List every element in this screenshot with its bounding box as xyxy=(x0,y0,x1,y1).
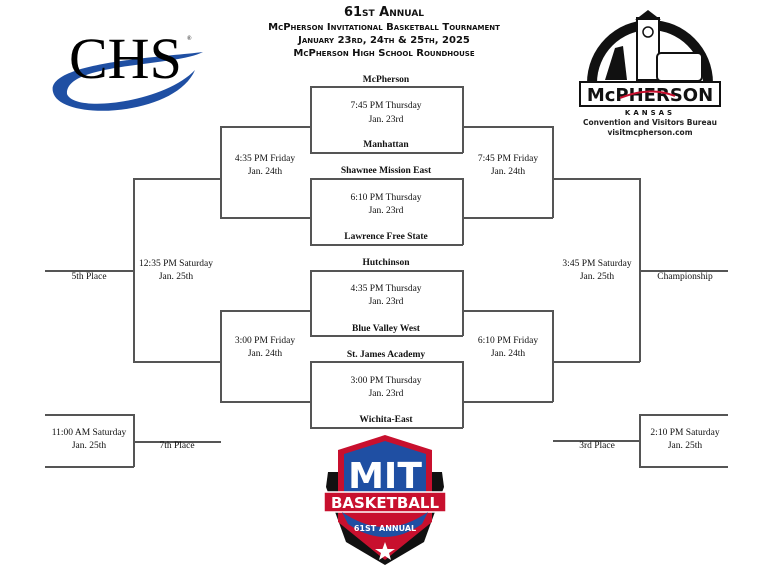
mcpherson-logo-state: KANSAS xyxy=(625,109,675,117)
team-name: Blue Valley West xyxy=(352,324,420,334)
team-name: Shawnee Mission East xyxy=(340,166,432,176)
mit-logo-title: MIT xyxy=(348,456,422,497)
mcpherson-logo-name: McPHERSON xyxy=(587,85,713,106)
team-name: McPherson xyxy=(362,75,410,85)
winners-semi-bottom-time: 6:10 PM Friday xyxy=(477,336,539,346)
game-date: Jan. 23rd xyxy=(368,389,404,399)
championship-game-date: Jan. 25th xyxy=(579,272,615,282)
mit-logo-annual: 61ST ANNUAL xyxy=(354,524,416,533)
team-name: Manhattan xyxy=(363,140,409,150)
tournament-title: McPherson Invitational Basketball Tourna… xyxy=(268,22,500,33)
third-place-game-date: Jan. 25th xyxy=(667,441,703,451)
consolation-semi-top-date: Jan. 24th xyxy=(247,167,283,177)
fifth-place-game-time: 12:35 PM Saturday xyxy=(139,259,213,269)
winners-semi-bottom-date: Jan. 24th xyxy=(490,349,526,359)
game-date: Jan. 23rd xyxy=(368,115,404,125)
team-name: St. James Academy xyxy=(346,350,426,360)
mcpherson-logo-url: visitmcpherson.com xyxy=(607,128,692,137)
seventh-place-game-date: Jan. 25th xyxy=(71,441,107,451)
game-date: Jan. 23rd xyxy=(368,206,404,216)
consolation-semi-top-time: 4:35 PM Friday xyxy=(234,154,296,164)
team-name: Lawrence Free State xyxy=(344,232,428,242)
winners-semi-top-time: 7:45 PM Friday xyxy=(477,154,539,164)
team-name: Hutchinson xyxy=(362,258,410,268)
third-place-game-time: 2:10 PM Saturday xyxy=(650,428,720,438)
tournament-venue: McPherson High School Roundhouse xyxy=(293,48,475,59)
seventh-place-game-time: 11:00 AM Saturday xyxy=(51,428,127,438)
fifth-place-game-date: Jan. 25th xyxy=(158,272,194,282)
mit-basketball-logo: MIT BASKETBALL 61ST ANNUAL xyxy=(318,432,452,568)
consolation-semi-bottom-time: 3:00 PM Friday xyxy=(234,336,296,346)
winners-semi-top-date: Jan. 24th xyxy=(490,167,526,177)
championship-label: Championship xyxy=(657,272,713,282)
game-time: 3:00 PM Thursday xyxy=(350,376,422,386)
game-time: 6:10 PM Thursday xyxy=(350,193,422,203)
chs-logo: CHS ® xyxy=(45,22,210,117)
mit-logo-banner: BASKETBALL xyxy=(331,494,440,512)
championship-game-time: 3:45 PM Saturday xyxy=(562,259,632,269)
fifth-place-label: 5th Place xyxy=(71,272,107,282)
game-time: 7:45 PM Thursday xyxy=(350,101,422,111)
tournament-dates: January 23rd, 24th & 25th, 2025 xyxy=(298,35,470,46)
mcpherson-logo-bureau: Convention and Visitors Bureau xyxy=(583,118,717,127)
mcpherson-cvb-logo: McPHERSON KANSAS Convention and Visitors… xyxy=(575,8,725,140)
chs-logo-text: CHS xyxy=(69,26,182,91)
svg-text:®: ® xyxy=(187,35,192,42)
game-date: Jan. 23rd xyxy=(368,297,404,307)
team-name: Wichita-East xyxy=(359,415,413,425)
third-place-label: 3rd Place xyxy=(579,441,615,451)
seventh-place-label: 7th Place xyxy=(159,441,195,451)
header-annual: 61st Annual xyxy=(343,5,425,20)
consolation-semi-bottom-date: Jan. 24th xyxy=(247,349,283,359)
game-time: 4:35 PM Thursday xyxy=(350,284,422,294)
